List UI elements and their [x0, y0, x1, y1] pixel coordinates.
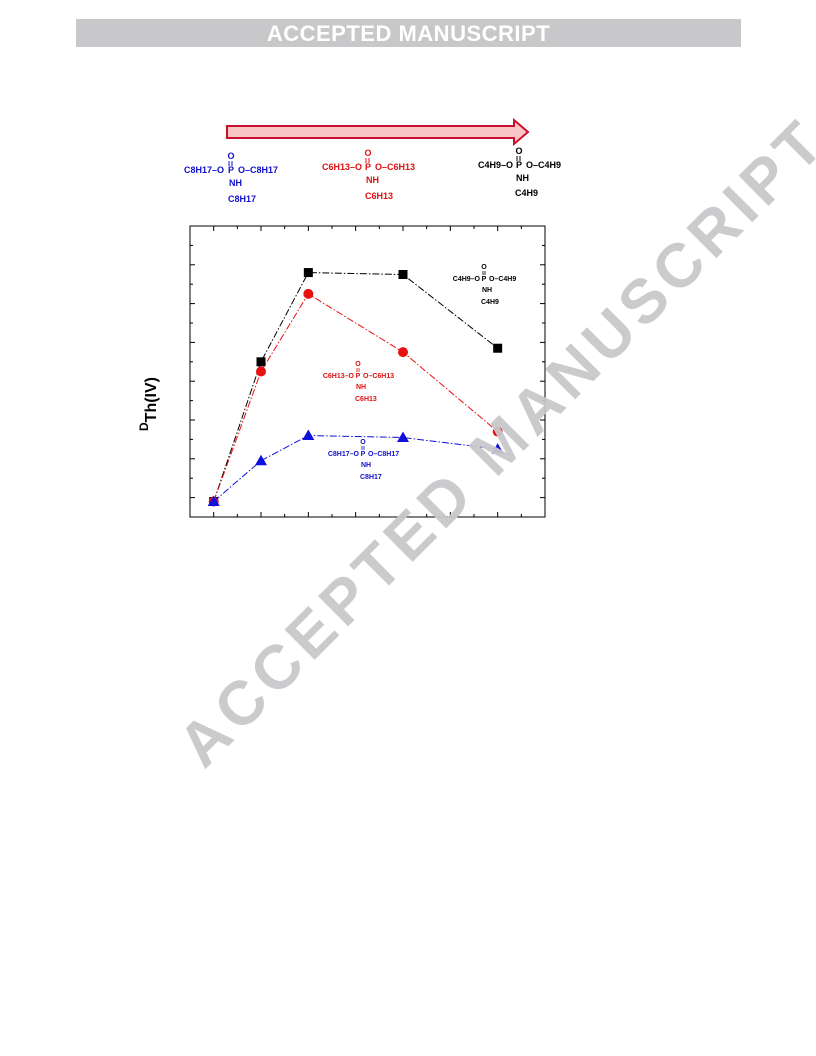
structure-dioctyl: O C8H17–O P O–C8H17 NH C8H17	[184, 151, 278, 204]
right-chain-label: O–C6H13	[375, 162, 415, 172]
trend-arrow	[226, 117, 530, 147]
data-point-circle	[398, 347, 408, 358]
amine-label: NH	[366, 175, 379, 185]
amine-label: NH	[516, 173, 529, 183]
left-chain-label: C4H9–O	[478, 160, 513, 170]
y-axis-label: DTh(IV)	[137, 377, 160, 431]
accepted-manuscript-banner: ACCEPTED MANUSCRIPT	[76, 19, 741, 47]
left-chain-label: C6H13–O	[322, 162, 362, 172]
phosphorus-label: P	[361, 451, 366, 458]
oxo-atom-label: O	[364, 148, 371, 158]
left-chain-label: C8H17–O	[184, 165, 224, 175]
data-point-circle	[492, 426, 503, 437]
axis-ticks	[190, 225, 546, 517]
amine-label: NH	[356, 384, 366, 391]
phosphorus-label: P	[365, 162, 371, 172]
plot-structure-dibutyl: O C4H9–O P O–C4H9 NH C4H9	[453, 264, 517, 306]
phosphorus-label: P	[356, 373, 361, 380]
data-point-square	[303, 268, 313, 278]
right-chain-label: O–C8H17	[368, 451, 399, 458]
phosphorus-label: P	[516, 160, 522, 170]
data-point-square	[398, 270, 408, 279]
oxo-atom-label: O	[227, 151, 234, 161]
amine-label: NH	[361, 462, 371, 469]
amine-label: NH	[482, 287, 492, 294]
plot-structure-dioctyl: O C8H17–O P O–C8H17 NH C8H17	[328, 439, 399, 481]
bottom-chain-label: C8H17	[228, 194, 256, 204]
ylabel-subscript: Th(IV)	[143, 377, 160, 422]
data-point-triangle	[397, 431, 409, 442]
data-point-circle	[303, 288, 314, 299]
data-point-triangle	[302, 429, 315, 441]
data-point-triangle	[491, 443, 504, 454]
bottom-chain-label: C6H13	[355, 396, 377, 403]
oxo-atom-label: O	[355, 361, 361, 368]
amine-label: NH	[229, 178, 242, 188]
phosphorus-label: P	[228, 165, 234, 175]
structure-dihexyl: O C6H13–O P O–C6H13 NH C6H13	[322, 148, 415, 201]
right-chain-label: O–C4H9	[526, 160, 561, 170]
oxo-atom-label: O	[515, 146, 522, 156]
bottom-chain-label: C6H13	[365, 191, 393, 201]
structure-dibutyl: O C4H9–O P O–C4H9 NH C4H9	[478, 146, 561, 198]
data-point-triangle	[207, 495, 220, 506]
left-chain-label: C4H9–O	[453, 276, 481, 283]
oxo-atom-label: O	[360, 439, 366, 446]
left-chain-label: C8H17–O	[328, 451, 360, 458]
data-point-triangle	[255, 454, 267, 466]
bottom-chain-label: C4H9	[515, 188, 538, 198]
oxo-atom-label: O	[481, 264, 487, 271]
right-chain-label: O–C8H17	[238, 165, 278, 175]
phosphorus-label: P	[482, 276, 487, 283]
left-chain-label: C6H13–O	[323, 373, 355, 380]
plot-structure-dihexyl: O C6H13–O P O–C6H13 NH C6H13	[323, 361, 394, 403]
right-chain-label: O–C6H13	[363, 373, 394, 380]
svg-text:DTh(IV): DTh(IV)	[137, 377, 160, 431]
right-chain-label: O–C4H9	[489, 276, 516, 283]
arrow-shape	[226, 117, 530, 147]
data-point-circle	[256, 366, 266, 377]
data-point-square	[493, 343, 503, 353]
ylabel-main: D	[137, 422, 151, 431]
bottom-chain-label: C8H17	[360, 474, 382, 481]
series-triangle	[207, 429, 504, 506]
series-layer	[207, 268, 504, 507]
bottom-chain-label: C4H9	[481, 299, 499, 306]
data-point-square	[256, 357, 266, 367]
plot-frame	[189, 225, 546, 518]
